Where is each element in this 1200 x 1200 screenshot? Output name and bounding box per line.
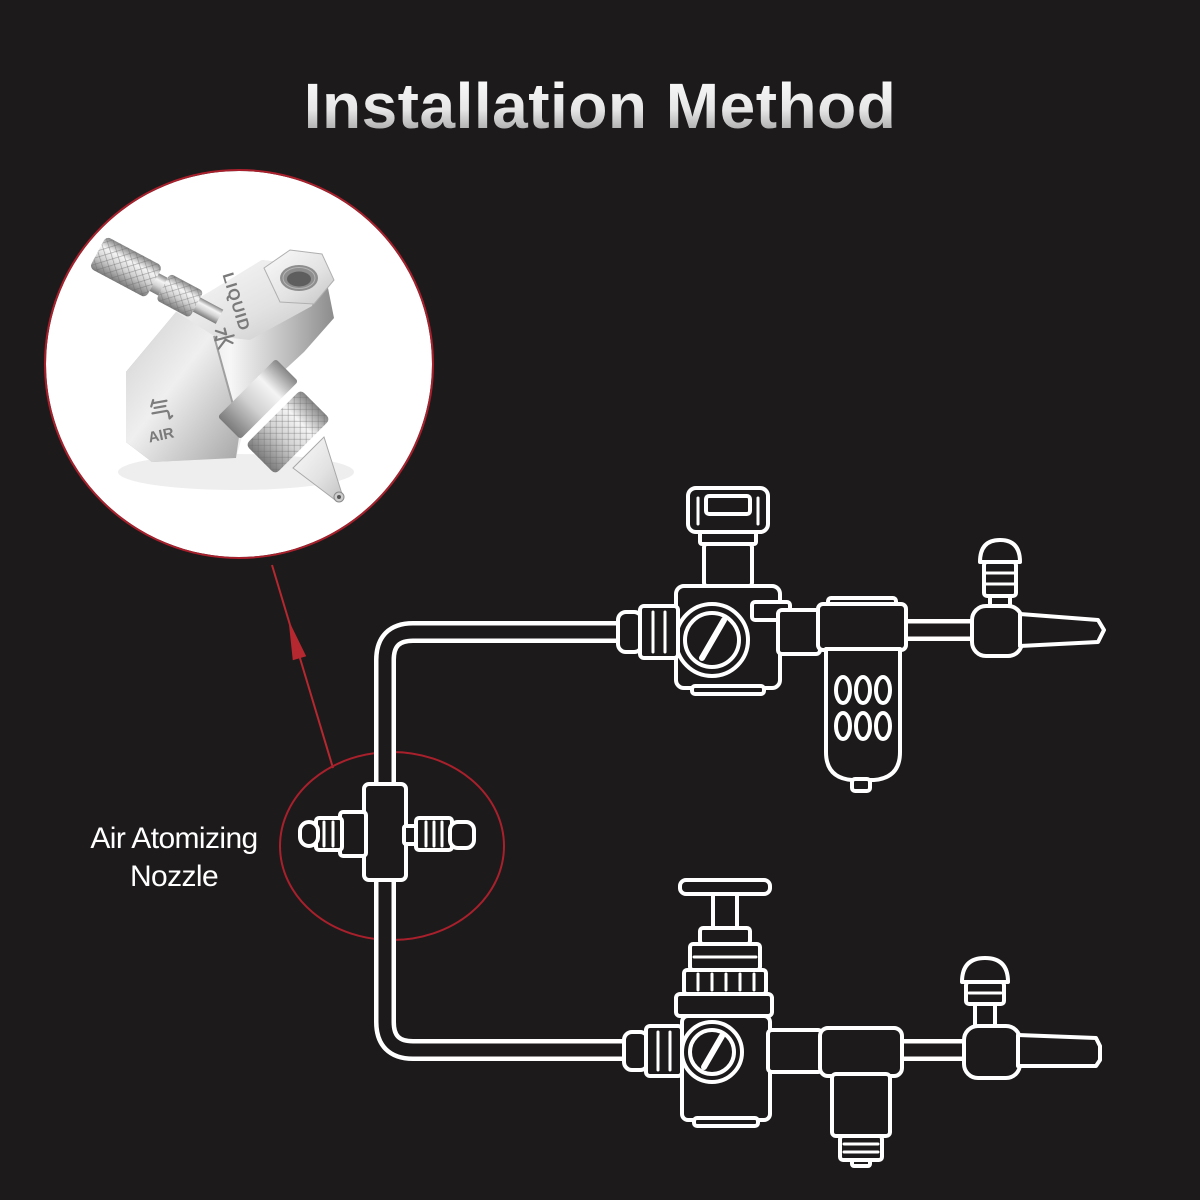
regulator-bonnet-base [674,992,774,1018]
needle-valve [91,237,224,324]
air-atomizing-nozzle-icon [298,782,476,882]
filter-element-slot [874,711,892,741]
regulator-outlet-coupling [776,608,822,656]
valve-cap [978,538,1022,564]
nozzle-tee-body [362,782,408,882]
outlet-knurl [247,391,329,473]
regulator-inlet-fitting [644,1024,684,1078]
stamp-stroke [214,327,228,336]
hose-barb-end [1016,1033,1102,1068]
regulator-bonnet-ribs [696,972,756,992]
pipe-lower-bore [378,870,628,1057]
regulator-outlet-coupling [766,1028,824,1074]
strainer-leg [830,1072,892,1138]
filter-head [816,602,908,652]
pipe-lower-outline [374,870,628,1061]
photo-shadow [118,454,354,490]
fitting-ribs [651,610,667,654]
stamp-stroke [214,334,235,342]
arrow-line [271,564,334,769]
nozzle-label-line-1: Air Atomizing [90,822,258,855]
valve-bonnet-ribs [984,571,1016,586]
filter-element-slot [874,675,892,705]
regulator-bonnet [702,542,754,588]
nozzle-label-line-2: Nozzle [129,860,219,893]
nozzle-label: Air Atomizing Nozzle [64,820,284,896]
pipe-upper-outline [374,621,624,800]
valve-body [962,1024,1022,1080]
pressure-regulator-icon [616,486,822,696]
strainer-cap [838,1134,884,1162]
stamp-stroke [151,409,174,420]
regulator-knob-window [704,494,752,516]
liquid-symbol-stamp [214,327,235,350]
needle-lock-knurl [157,274,203,317]
stamp-stroke [217,338,234,350]
needle-ring [149,273,168,296]
liquid-inlet [263,249,335,305]
arrow-up-icon [288,620,307,661]
regulator-inlet-fitting [638,604,680,660]
hose-barb-end [1018,612,1106,648]
y-strainer-icon [818,1026,904,1168]
stamp-stroke [153,404,167,410]
filter-drain [850,777,872,793]
regulator-knob-ribs [696,496,760,526]
inlet-bore [287,271,311,287]
body-front-face [126,312,240,462]
gauge-needle [701,1033,725,1070]
nozzle-needle-cap [448,820,476,850]
needle-shaft [192,297,224,324]
outlet-orifice [337,495,341,499]
ball-valve-icon [960,956,1102,1080]
filter-element-slot [854,711,872,741]
air-engraving: AIR [147,424,176,446]
nozzle-outlet [218,359,345,503]
regulator-base [690,684,766,696]
nozzle-knurl-lines [322,820,335,848]
pressure-regulator-icon [622,878,824,1128]
regulator-stem [711,892,739,932]
outlet-hex-nut [218,359,298,439]
filter-element-slot [834,675,852,705]
nozzle-tip [298,820,320,848]
filter-element-slot [854,675,872,705]
filter-element-slot [834,711,852,741]
strainer-cap-ribs [842,1142,880,1154]
air-filter-icon [816,596,908,793]
valve-cap [960,956,1010,984]
ball-valve-icon [970,538,1106,658]
nozzle-photo: LIQUID AIR [46,171,432,557]
regulator-bonnet-tier [698,926,752,946]
stamp-stroke [151,399,168,405]
pipe-line [374,619,980,1061]
regulator-t-handle [678,878,772,896]
regulator-base [692,1116,760,1128]
fitting-ribs [656,1030,672,1072]
page-title: Installation Method [304,70,897,142]
valve-bonnet [982,560,1018,598]
pipe-upper-bore [378,625,624,800]
photo-circle-border [44,169,434,559]
gauge-needle [699,617,727,661]
callout-arrow [271,564,334,769]
strainer-body [818,1026,904,1078]
needle-knob-knurl [91,237,161,297]
inlet-thread [282,267,316,289]
strainer-plug [850,1158,872,1168]
air-symbol-stamp [150,398,174,420]
nozzle-knurl-lines [424,820,444,848]
valve-body [970,604,1024,658]
